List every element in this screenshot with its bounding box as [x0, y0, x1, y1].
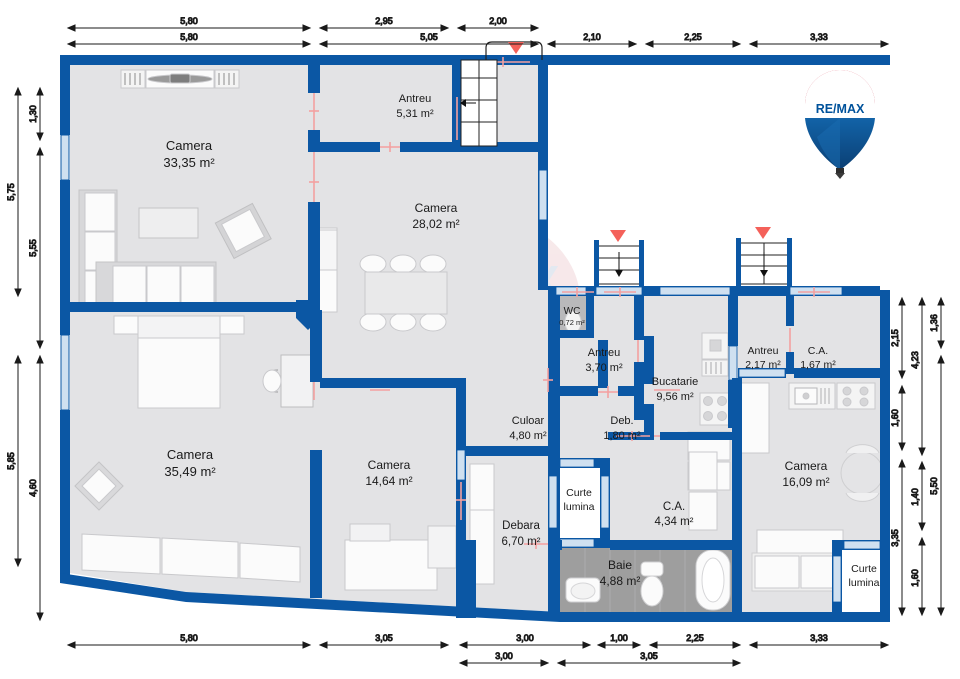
dim-label: 5,80 [180, 32, 198, 42]
room-area-wc: 0,72 m² [559, 318, 585, 327]
room-area-culoar: 4,80 m² [509, 430, 547, 442]
dim-label: 5,75 [6, 183, 16, 201]
dim-label: 3,00 [495, 651, 513, 661]
room-area-camera-1609: 16,09 m² [782, 475, 829, 489]
room-label-camera-1609: Camera [785, 459, 828, 473]
room-label-antreu-217: Antreu [748, 345, 779, 357]
dim-label: 2,25 [684, 32, 702, 42]
dim-top-row-2: 5,80 5,05 2,10 2,25 3,33 [66, 32, 890, 48]
room-area-ca-167: 1,67 m² [800, 359, 836, 371]
room-area-antreu-531: 5,31 m² [396, 108, 434, 120]
remax-balloon-logo: RE/MAX [805, 70, 875, 179]
dim-right-col-b: 4,23 1,40 1,60 [910, 296, 926, 617]
dim-label: 4,60 [28, 479, 38, 497]
dim-right-col-c: 1,36 5,50 [929, 296, 945, 617]
dim-left-inner: 1,30 5,55 4,60 [28, 86, 44, 622]
room-area-ca-434: 4,34 m² [655, 516, 694, 528]
entry-triangle-front [508, 42, 524, 54]
entry-triangle-left [610, 230, 626, 242]
room-area-antreu-217: 2,17 m² [745, 359, 781, 371]
furniture-bedroom-small [344, 523, 457, 591]
room-label-baie: Baie [608, 558, 632, 572]
dim-label: 1,40 [910, 488, 920, 506]
room-area-camera-28: 28,02 m² [412, 217, 459, 231]
room-label-bucatarie: Bucatarie [652, 376, 698, 388]
dim-bottom-row-2: 3,00 3,05 [458, 651, 742, 667]
dim-label: 2,25 [686, 633, 704, 643]
dim-label: 5,80 [180, 16, 198, 26]
room-label-ca-167: C.A. [808, 345, 828, 357]
stair-interior [460, 59, 498, 147]
dim-left-outer: 5,75 5,85 [6, 86, 22, 568]
dim-label: 3,33 [810, 32, 828, 42]
room-area-camera-1464: 14,64 m² [365, 474, 412, 488]
stair-left [594, 240, 644, 286]
room-area-deb: 1,80 m² [603, 430, 641, 442]
dim-label: 3,05 [375, 633, 393, 643]
entry-markers [508, 42, 771, 242]
room-area-camera-3549: 35,49 m² [164, 464, 216, 479]
dim-label: 5,05 [420, 32, 438, 42]
dim-label: 1,36 [929, 314, 939, 332]
dim-label: 5,85 [6, 452, 16, 470]
room-area-camera-33: 33,35 m² [163, 155, 215, 170]
room-label-curte-2: Curte [851, 563, 877, 575]
dim-label: 2,15 [890, 329, 900, 347]
light-wells [555, 465, 887, 614]
dim-label: 2,10 [583, 32, 601, 42]
dim-label: 1,60 [910, 569, 920, 587]
dimension-lines: 5,80 2,95 2,00 5,80 5,05 2,10 2,25 3,3 [6, 16, 945, 667]
furniture-bedroom-main [74, 315, 314, 583]
dim-bottom-row-1: 5,80 3,05 3,00 1,00 2,25 3,33 [66, 633, 890, 649]
furniture-storage [688, 451, 718, 531]
remax-logo-text: RE/MAX [816, 102, 865, 116]
room-label-antreu-370: Antreu [588, 347, 620, 359]
dim-label: 5,50 [929, 477, 939, 495]
dim-label: 1,00 [610, 633, 628, 643]
room-label-deb: Deb. [610, 415, 633, 427]
room-area-debara: 6,70 m² [502, 536, 541, 548]
washbasin-icon [565, 577, 601, 603]
dim-label: 3,00 [516, 633, 534, 643]
dim-label: 2,95 [375, 16, 393, 26]
room-label-wc: WC [564, 306, 581, 317]
room-label-camera-33: Camera [166, 138, 213, 153]
dim-label: 3,35 [890, 529, 900, 547]
dim-label: 3,05 [640, 651, 658, 661]
room-label-antreu-531: Antreu [399, 93, 431, 105]
room-label-curte-1: Curte [566, 487, 592, 499]
stair-right [736, 238, 792, 286]
entry-triangle-right [755, 227, 771, 239]
dim-right-col-a: 2,15 1,60 3,35 [890, 296, 906, 617]
dim-label: 1,30 [28, 105, 38, 123]
dim-label: 2,00 [489, 16, 507, 26]
dim-label: 5,55 [28, 239, 38, 257]
furniture-dining-room [315, 227, 448, 332]
dim-label: 3,33 [810, 633, 828, 643]
room-area-antreu-370: 3,70 m² [585, 362, 623, 374]
room-area-curte-2: lumina [849, 577, 880, 589]
room-area-curte-1: lumina [564, 501, 595, 513]
room-labels: Camera 33,35 m² Antreu 5,31 m² Camera 28… [163, 93, 879, 589]
room-label-debara: Debara [502, 520, 540, 532]
room-label-ca-434: C.A. [663, 501, 685, 513]
dim-label: 5,80 [180, 633, 198, 643]
dim-label: 1,60 [890, 409, 900, 427]
room-label-camera-3549: Camera [167, 447, 214, 462]
room-label-camera-1464: Camera [368, 458, 411, 472]
room-label-culoar: Culoar [512, 415, 545, 427]
room-area-baie: 4,88 m² [600, 574, 641, 588]
room-label-camera-28: Camera [415, 201, 458, 215]
dim-label: 4,23 [910, 351, 920, 369]
room-area-bucatarie: 9,56 m² [656, 391, 694, 403]
dim-top-row-1: 5,80 2,95 2,00 [66, 16, 540, 32]
toilet-icon [640, 561, 664, 607]
